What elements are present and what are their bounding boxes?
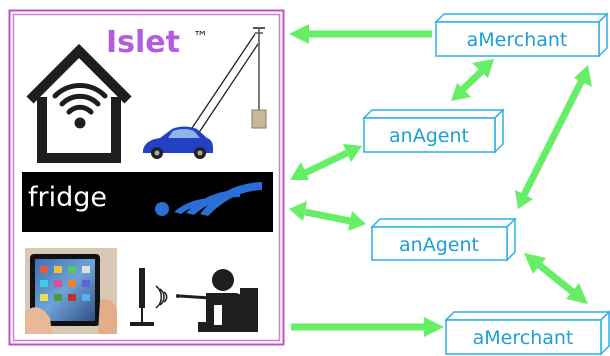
- signal-line-up: [187, 33, 256, 135]
- antenna-mast-icon: [251, 27, 267, 129]
- node-agent-lower: anAgent: [370, 217, 517, 262]
- node-merchant-top: aMerchant: [434, 12, 609, 58]
- islet-panel: Islet ™ fridge: [8, 9, 285, 346]
- arrow-merchant-top-agent-lower: [520, 78, 586, 197]
- car-icon: [143, 126, 213, 159]
- arrow-panel-agent-lower: [304, 208, 351, 225]
- arrow-merchant-top-agent-upper: [458, 67, 486, 94]
- arrow-agent-lower-merchant-bottom: [535, 261, 577, 296]
- islet-title: Islet: [106, 25, 180, 60]
- person-at-desk-icon: [155, 269, 258, 332]
- panel-inner-border: [12, 13, 281, 342]
- house-wifi-icon: [26, 43, 132, 163]
- arrow-panel-agent-upper: [303, 149, 349, 177]
- connection-arrows: [289, 24, 592, 337]
- trademark-symbol: ™: [193, 28, 208, 46]
- node-label-agent-upper: anAgent: [389, 125, 469, 147]
- node-agent-upper: anAgent: [362, 108, 505, 154]
- fridge-label: fridge: [28, 182, 107, 213]
- fridge-banner: fridge: [22, 172, 273, 232]
- radio-stand-icon: [130, 268, 154, 326]
- signal-line-down: [195, 43, 259, 138]
- node-merchant-bottom: aMerchant: [444, 310, 610, 356]
- node-label-merchant-bottom: aMerchant: [473, 327, 574, 349]
- tablet-photo: [25, 248, 117, 334]
- node-label-merchant-top: aMerchant: [467, 29, 568, 51]
- node-label-agent-lower: anAgent: [399, 234, 479, 256]
- fridge-wave-icon: [155, 182, 262, 216]
